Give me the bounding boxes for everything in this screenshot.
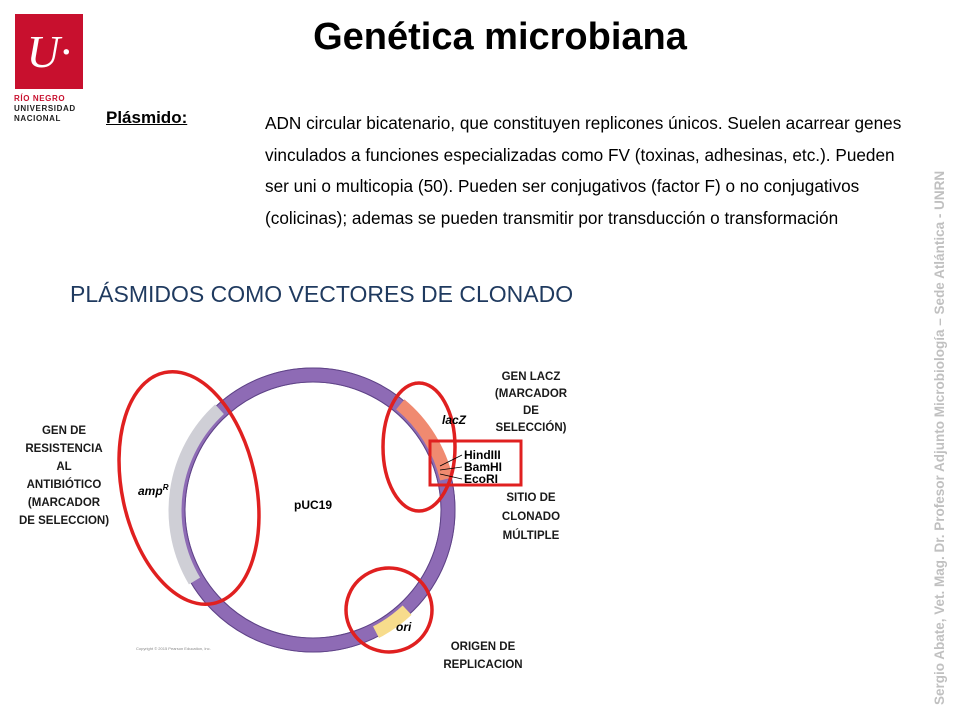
gene-amp-base: amp [138,484,163,498]
ori-highlight [344,566,434,654]
site-ecori: EcoRI [464,472,498,486]
plasmid-ring-inner-edge [184,381,442,639]
cloning-site-line-2: CLONADO [502,511,560,523]
cloning-site-annotation: SITIO DE CLONADO MÚLTIPLE [502,492,560,542]
origin-annotation: ORIGEN DE REPLICACION [443,641,522,671]
bamhi-tick [439,466,463,471]
site-hindiii: HindIII [464,448,501,462]
lacz-line-2: (MARCADOR [495,388,568,400]
resistance-highlight [117,369,261,607]
plasmid-label: Plásmido: [106,108,188,127]
lacz-line-4: SELECCIÓN) [496,421,567,434]
resistance-line-3: AL [56,461,71,473]
amp-segment [168,404,224,585]
page-title: Genética microbiana [313,16,687,58]
gene-amp-superscript: R [163,483,169,492]
ecori-tick [439,473,463,480]
site-bamhi: BamHI [464,460,502,474]
origin-line-2: REPLICACION [443,659,522,671]
lacz-line-1: GEN LACZ [502,371,561,383]
copyright-note: Copyright © 2015 Pearson Education, Inc. [136,646,211,651]
lacz-highlight [381,381,457,513]
cloning-site-line-3: MÚLTIPLE [503,529,560,542]
logo-line-3: NACIONAL [14,114,62,123]
resistance-annotation: GEN DE RESISTENCIA AL ANTIBIÓTICO (MARCA… [19,425,109,527]
section-title: PLÁSMIDOS COMO VECTORES DE CLONADO [70,281,574,307]
lacz-line-3: DE [523,405,539,417]
lacz-segment [396,399,453,481]
logo-glyph: U· [26,25,72,77]
logo-text: RÍO NEGRO UNIVERSIDAD NACIONAL [14,94,88,124]
resistance-line-2: RESISTENCIA [25,443,102,455]
resistance-line-4: ANTIBIÓTICO [27,478,102,491]
gene-amp: ampR [138,483,169,498]
resistance-line-1: GEN DE [42,425,86,437]
resistance-line-5: (MARCADOR [28,497,101,509]
lacz-annotation: GEN LACZ (MARCADOR DE SELECCIÓN) [495,371,568,434]
plasmid-name: pUC19 [294,498,332,512]
gene-lacz: lacZ [442,413,467,427]
ori-segment [372,605,412,638]
plasmid-description: ADN circular bicatenario, que constituye… [265,113,902,228]
cloning-site-highlight [428,439,523,487]
logo-line-1: RÍO NEGRO [14,94,66,103]
hindiii-tick [439,454,463,467]
university-logo: U· [15,14,83,89]
resistance-line-6: DE SELECCION) [19,515,109,527]
origin-line-1: ORIGEN DE [451,641,516,653]
gene-ori: ori [396,620,412,634]
logo-line-2: UNIVERSIDAD [14,104,76,113]
cloning-site-line-1: SITIO DE [506,492,556,504]
